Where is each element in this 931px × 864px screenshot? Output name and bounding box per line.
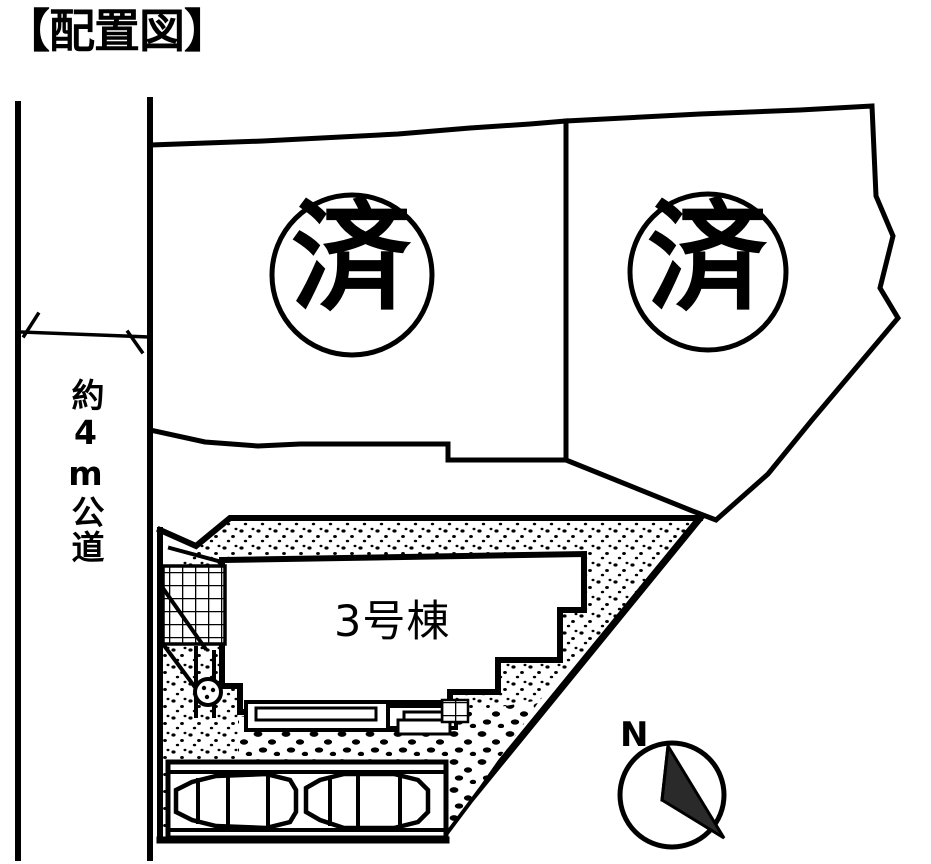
page-title: 【配置図】 xyxy=(4,4,230,58)
car-icon-2 xyxy=(303,771,431,831)
status-stamp-lot-1: 済 xyxy=(291,189,411,328)
manhole-icon xyxy=(193,677,223,707)
building-label-3: 3号棟 xyxy=(334,597,451,647)
building-3-footprint xyxy=(219,550,587,715)
status-stamp-circle-2 xyxy=(627,191,789,353)
compass-rose xyxy=(617,740,727,850)
lot-upper-right-outline xyxy=(563,103,902,523)
status-stamp-lot-2: 済 xyxy=(647,189,767,328)
compass-north-label: N xyxy=(620,715,649,755)
road-width-label: 約4m公道 xyxy=(66,377,105,565)
car-icon-1 xyxy=(173,771,299,831)
road-area xyxy=(15,97,153,861)
porch-strips xyxy=(244,700,458,736)
status-stamp-circle-1 xyxy=(269,192,435,358)
utility-box xyxy=(440,698,470,724)
